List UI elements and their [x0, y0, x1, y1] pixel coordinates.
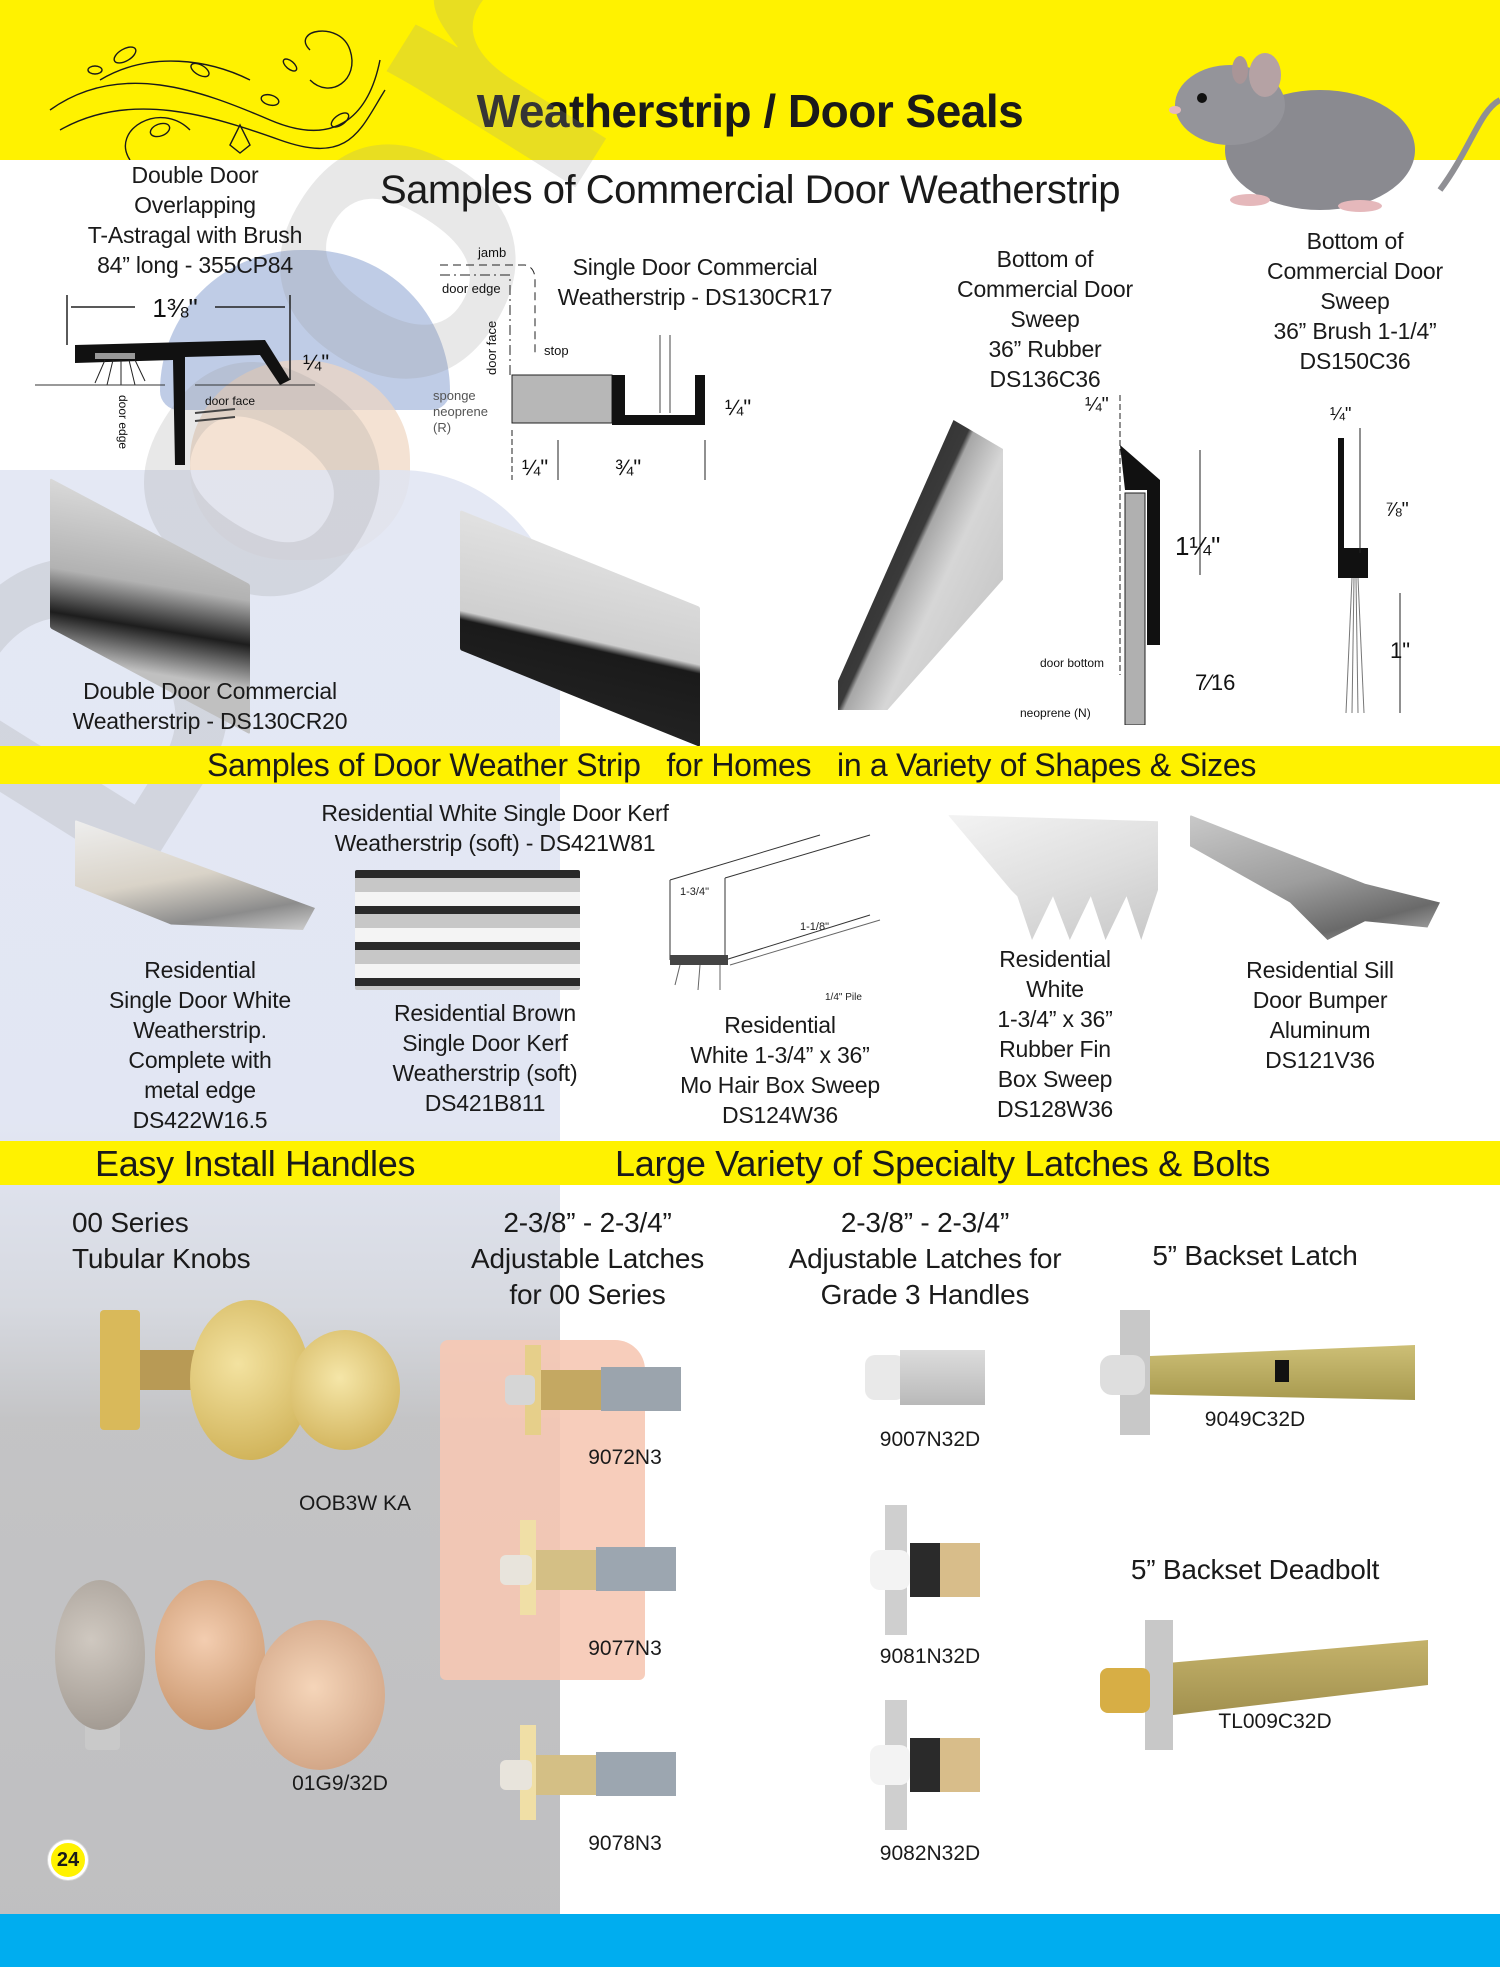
- svg-text:door bottom: door bottom: [1040, 656, 1104, 670]
- svg-text:¾": ¾": [615, 455, 641, 480]
- svg-text:¼": ¼": [303, 350, 329, 375]
- mouse-photo: [1169, 53, 1500, 212]
- door-sweep-rubber-diagram: ¼" 1¼" 7⁄16" door bottom neoprene (N): [1020, 394, 1235, 725]
- footer-band: [0, 1914, 1500, 1967]
- t-astragal-diagram: 1⅜" door face door edge ¼": [35, 293, 329, 465]
- product-code-9078N3: 9078N3: [588, 1832, 662, 1855]
- product-photo-9078N3: [500, 1725, 685, 1820]
- product-code-9049C32D: 9049C32D: [1204, 1408, 1306, 1431]
- backset-deadbolt-heading: 5” Backset Deadbolt: [1130, 1554, 1380, 1585]
- product-photo-TL009C32D: [1100, 1620, 1430, 1750]
- product-photo-DS128W36: [948, 815, 1158, 940]
- product-label-355CP84: Double Door Overlapping T-Astragal with …: [87, 162, 303, 278]
- product-photo-9077N3: [500, 1520, 685, 1615]
- svg-text:¼": ¼": [1330, 404, 1351, 424]
- product-photo-DS421B811: [355, 870, 580, 990]
- residential-band: [0, 746, 1500, 784]
- svg-text:¼": ¼": [522, 455, 548, 480]
- svg-text:¼": ¼": [1085, 394, 1109, 416]
- product-code-9077N3: 9077N3: [588, 1637, 662, 1660]
- svg-text:door face: door face: [205, 394, 255, 408]
- wind-leaves-icon: [49, 30, 386, 160]
- svg-text:1": 1": [1390, 638, 1410, 663]
- latches-00-heading: 2-3/8” - 2-3/4” Adjustable Latches for 0…: [470, 1207, 704, 1310]
- product-code-01G9-32D: 01G9/32D: [292, 1772, 388, 1795]
- product-code-TL009C32D: TL009C32D: [1218, 1710, 1332, 1733]
- product-label-DS150C36: Bottom of Commercial Door Sweep 36” Brus…: [1267, 228, 1443, 374]
- svg-text:1-3/4": 1-3/4": [680, 886, 709, 898]
- product-label-DS136C36: Bottom of Commercial Door Sweep 36” Rubb…: [957, 246, 1133, 392]
- product-code-9082N32D: 9082N32D: [879, 1842, 981, 1865]
- svg-text:1¼": 1¼": [1175, 531, 1220, 561]
- svg-text:door edge: door edge: [116, 395, 130, 449]
- product-photo-DS136C36: [838, 420, 1003, 710]
- svg-text:7⁄16": 7⁄16": [1195, 670, 1235, 695]
- product-label-DS421B811: Residential Brown Single Door Kerf Weath…: [392, 1000, 578, 1116]
- product-photo-9082N32D: [870, 1700, 985, 1830]
- product-photo-OOB3W-KA: [80, 1290, 400, 1470]
- page-title: Weatherstrip / Door Seals: [476, 85, 1024, 137]
- product-label-DS421W81: Residential White Single Door Kerf Weath…: [321, 800, 669, 856]
- knobs-heading: 00 Series Tubular Knobs: [72, 1207, 251, 1274]
- product-photo-9081N32D: [870, 1505, 985, 1635]
- svg-text:sponge: sponge: [433, 388, 476, 403]
- svg-text:neoprene (N): neoprene (N): [1020, 706, 1091, 720]
- svg-text:door edge: door edge: [442, 281, 501, 296]
- latches-heading: Large Variety of Specialty Latches & Bol…: [615, 1143, 1271, 1184]
- product-code-OOB3W-KA: OOB3W KA: [298, 1492, 412, 1515]
- latches-grade3-heading: 2-3/8” - 2-3/4” Adjustable Latches for G…: [788, 1207, 1062, 1310]
- svg-text:jamb: jamb: [477, 245, 506, 260]
- door-sweep-brush-diagram: ¼" ⅞" 1": [1330, 404, 1410, 714]
- page-number: 24: [48, 1840, 88, 1880]
- svg-text:1⅜": 1⅜": [152, 293, 197, 323]
- svg-text:1-1/8": 1-1/8": [800, 921, 829, 933]
- product-photo-DS121V36: [1190, 815, 1440, 940]
- hardware-band: [0, 1141, 1500, 1185]
- svg-text:stop: stop: [544, 343, 569, 358]
- backset-latch-heading: 5” Backset Latch: [1152, 1240, 1358, 1271]
- product-label-DS124W36: Residential White 1-3/4” x 36” Mo Hair B…: [680, 1012, 880, 1128]
- product-photo-9072N3: [505, 1345, 685, 1435]
- product-code-9072N3: 9072N3: [588, 1446, 662, 1469]
- box-sweep-diagram: 1-3/4" 1-1/8" 1/4" Pile: [669, 834, 881, 1003]
- svg-text:door face: door face: [484, 321, 499, 375]
- product-code-9007N32D: 9007N32D: [879, 1428, 981, 1451]
- section-subtitle: Samples of Commercial Door Weatherstrip: [379, 168, 1121, 212]
- svg-text:neoprene: neoprene: [433, 404, 488, 419]
- product-label-DS128W36: Residential White 1-3/4” x 36” Rubber Fi…: [996, 946, 1114, 1122]
- product-photo-9049C32D: [1095, 1310, 1415, 1435]
- product-label-DS422W16.5: Residential Single Door White Weatherstr…: [109, 957, 291, 1133]
- product-label-DS121V36: Residential Sill Door Bumper Aluminum DS…: [1246, 957, 1394, 1073]
- product-photo-9007N32D: [865, 1345, 990, 1410]
- svg-text:¼": ¼": [725, 395, 751, 420]
- svg-text:1/4" Pile: 1/4" Pile: [825, 992, 862, 1003]
- single-door-weatherstrip-diagram: jamb door edge door face stop sponge neo…: [433, 245, 751, 480]
- product-label-DS130CR20: Double Door Commercial Weatherstrip - DS…: [72, 678, 348, 734]
- svg-text:⅞": ⅞": [1385, 499, 1409, 521]
- handles-heading: Easy Install Handles: [95, 1143, 416, 1184]
- product-photo-01G9-32D: [55, 1570, 385, 1790]
- product-code-9081N32D: 9081N32D: [879, 1645, 981, 1668]
- residential-heading: Samples of Door Weather Strip for Homes …: [207, 747, 1257, 783]
- product-label-DS130CR17: Single Door Commercial Weatherstrip - DS…: [557, 254, 833, 310]
- svg-text:(R): (R): [433, 420, 451, 435]
